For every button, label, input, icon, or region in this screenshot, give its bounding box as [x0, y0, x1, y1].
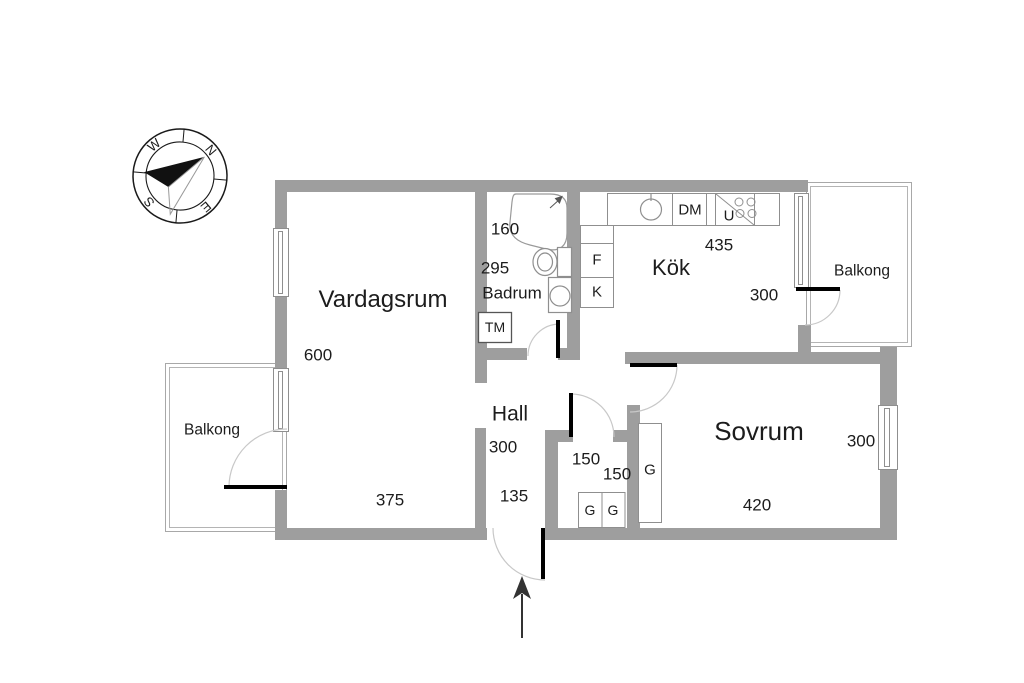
compass-inner-circle: [145, 141, 215, 211]
shower-arrow-icon: [549, 195, 563, 209]
washing-machine-box: [477, 311, 513, 344]
dim-vardagsrum-600: 600: [303, 345, 333, 365]
wall-sovrum-east-lower: [880, 470, 897, 540]
window-vardagsrum-2: [273, 368, 289, 432]
wall-left-lower: [275, 490, 287, 535]
room-label-hall: Hall: [491, 402, 529, 426]
wall-closet-north-east: [613, 430, 627, 442]
wall-kok-balcony-stub: [798, 325, 811, 355]
dim-kok-300: 300: [749, 285, 779, 305]
wall-hall-west: [475, 428, 486, 528]
dim-sovrum-300: 300: [846, 431, 876, 451]
room-label-sovrum: Sovrum: [714, 416, 804, 446]
wall-top: [275, 180, 808, 192]
oven-label: U: [723, 207, 735, 225]
compass-letter-s: S: [140, 194, 157, 211]
dim-sovrum-420: 420: [742, 495, 772, 515]
window-vardagsrum-1: [273, 228, 289, 297]
room-label-balkong-top: Balkong: [833, 262, 891, 280]
badrum-door-arc: [527, 323, 561, 357]
fridge-label: K: [591, 283, 603, 301]
wall-bottom-left: [275, 528, 487, 540]
wall-bottom-right: [545, 528, 897, 540]
wall-badrum-south-east: [558, 348, 580, 360]
dim-vardagsrum-375: 375: [375, 490, 405, 510]
wardrobe-label-1: G: [584, 502, 596, 518]
wardrobe-label-2: G: [607, 502, 619, 518]
washing-machine-label: TM: [484, 319, 506, 335]
room-label-kok: Kök: [652, 255, 690, 280]
window-kok-balcony-door: [794, 193, 809, 288]
compass-letter-w: W: [144, 135, 164, 155]
balcony-left-door-arc: [228, 428, 288, 488]
entry-door-leaf: [541, 528, 545, 579]
door-arcs: [228, 289, 841, 581]
sovrum-door-leaf: [630, 363, 677, 367]
badrum-door-leaf: [556, 320, 560, 358]
stove-symbol: [715, 193, 757, 226]
balcony-right-door-arc: [804, 289, 841, 326]
balcony-right-door-leaf: [796, 287, 840, 291]
wardrobe-box-3: [638, 423, 662, 523]
dim-badrum-295: 295: [480, 258, 510, 278]
room-label-vardagsrum: Vardagsrum: [318, 286, 448, 313]
balcony-left-outline: [165, 363, 287, 532]
wall-badrum-south-west: [487, 348, 527, 360]
bathroom-sink: [547, 276, 573, 314]
dim-closet-150-a: 150: [571, 449, 601, 469]
room-label-badrum: Badrum: [482, 283, 542, 303]
compass-needle-dark: [144, 156, 205, 188]
dishwasher-box: [672, 193, 707, 226]
toilet: [532, 246, 573, 278]
wall-kok-sovrum: [625, 352, 897, 364]
dim-kok-435: 435: [704, 235, 734, 255]
compass-outer-circle: [132, 128, 228, 224]
wall-badrum-east: [567, 192, 580, 360]
wall-closet-north-west: [545, 430, 573, 442]
compass-letter-n: N: [202, 142, 220, 159]
windows: [273, 193, 898, 470]
dim-badrum-160: 160: [490, 219, 520, 239]
compass-letter-e: E: [198, 198, 215, 215]
sovrum-door-arc: [629, 364, 678, 413]
entry-door-arc: [492, 527, 546, 581]
dim-hall-135: 135: [499, 486, 529, 506]
wardrobe-box-2: [601, 492, 626, 528]
kitchen-sink: [639, 193, 663, 221]
window-sovrum: [878, 405, 898, 470]
dishwasher-label: DM: [678, 201, 702, 219]
wardrobe-label-3: G: [644, 461, 656, 479]
wall-left-middle: [275, 297, 287, 368]
closet-door-leaf: [569, 393, 573, 437]
dim-closet-150-b: 150: [602, 464, 632, 484]
room-label-balkong-left: Balkong: [183, 421, 241, 439]
fridge-freezer-cabinet: [580, 225, 614, 308]
compass-needle-light: [167, 156, 205, 216]
dim-hall-300: 300: [488, 437, 518, 457]
wall-closet-east: [627, 405, 640, 528]
compass-ring-dividers: [133, 129, 227, 223]
entrance-arrow: [513, 576, 531, 638]
door-leaves: [224, 287, 840, 579]
walls: [275, 180, 897, 540]
balcony-left-door-leaf: [224, 485, 287, 489]
compass-rose: N E S W: [132, 128, 228, 224]
wall-left-upper: [275, 192, 287, 228]
freezer-label: F: [592, 251, 602, 269]
wall-closet-west: [545, 430, 558, 528]
closet-door-arc: [570, 393, 615, 438]
